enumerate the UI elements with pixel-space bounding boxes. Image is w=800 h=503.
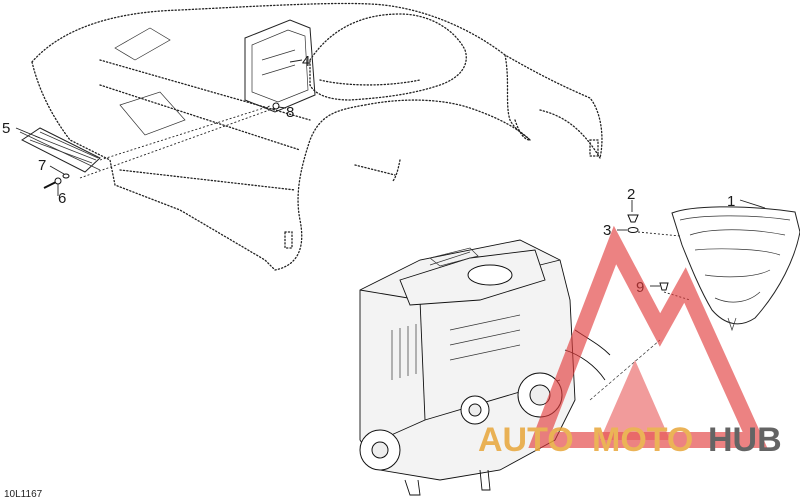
callout-5: 5: [2, 120, 10, 137]
watermark-triangle-icon: [528, 225, 768, 448]
watermark-hub: HUB: [708, 421, 782, 459]
rivet-part-9: [650, 282, 669, 291]
vent-grille-part-5: [19, 127, 101, 173]
diagram-reference-code: 10L1167: [4, 489, 43, 500]
rivet-part-2: [627, 200, 639, 223]
watermark-moto: MOTO: [592, 421, 693, 459]
callout-6: 6: [58, 190, 66, 207]
fastener-part-8: [272, 102, 280, 110]
washer-part-7: [62, 173, 70, 179]
housing-part-1: [671, 199, 800, 332]
body-panel-outline: [31, 2, 603, 271]
callout-8: 8: [286, 104, 294, 121]
callout-4: 4: [302, 53, 310, 70]
callout-1: 1: [727, 193, 735, 210]
washer-part-3: [617, 227, 639, 233]
watermark-auto: AUTO: [478, 421, 574, 459]
leader-lines-upper: [15, 59, 303, 196]
engine-assembly: [359, 239, 661, 496]
callout-7: 7: [38, 157, 46, 174]
callout-3: 3: [603, 222, 611, 239]
callout-2: 2: [627, 186, 635, 203]
watermark-logo: AUTO MOTO HUB: [478, 225, 782, 459]
bracket-part-4: [244, 19, 316, 113]
grille-upper: [114, 27, 186, 136]
